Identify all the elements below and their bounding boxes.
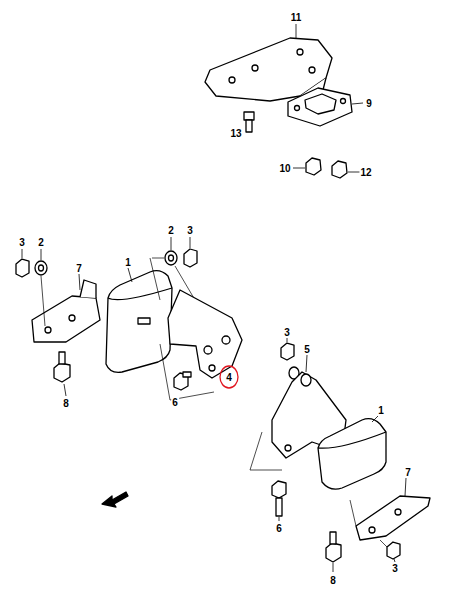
bolt [174,372,191,390]
callout-number: 7 [75,263,83,274]
callout-number: 1 [124,257,132,268]
callout-number: 3 [186,225,194,236]
callout-number: 10 [278,163,291,174]
callout-number: 3 [283,327,291,338]
callout-number: 5 [303,344,311,355]
bracket [32,274,100,342]
callout-number: 4 [225,372,233,383]
bolt [332,161,360,178]
direction-arrow [102,492,128,507]
bracket [350,478,430,548]
callout-number: 3 [391,563,399,574]
callout-number: 1 [377,405,385,416]
callout-number: 9 [365,98,373,109]
bolt [326,532,341,572]
bolt [54,352,70,396]
highlight-circle [220,366,238,388]
nut [387,542,400,562]
nut [16,249,47,277]
callout-number: 3 [18,237,26,248]
callout-number: 8 [329,575,337,586]
engine-mount [288,88,363,126]
callout-number: 13 [229,128,242,139]
callout-number: 2 [167,225,175,236]
callout-number: 12 [359,167,372,178]
callout-number: 11 [290,12,303,23]
callout-number: 6 [275,523,283,534]
rubber-mount [318,416,386,489]
nut [281,338,299,379]
bracket [160,290,242,400]
callout-number: 7 [404,467,412,478]
callout-number: 6 [171,397,179,408]
callout-number: 8 [62,398,70,409]
nut [293,158,321,175]
callout-number: 2 [37,237,45,248]
bolt [272,481,286,521]
nut [150,237,197,300]
bolt [244,112,254,132]
